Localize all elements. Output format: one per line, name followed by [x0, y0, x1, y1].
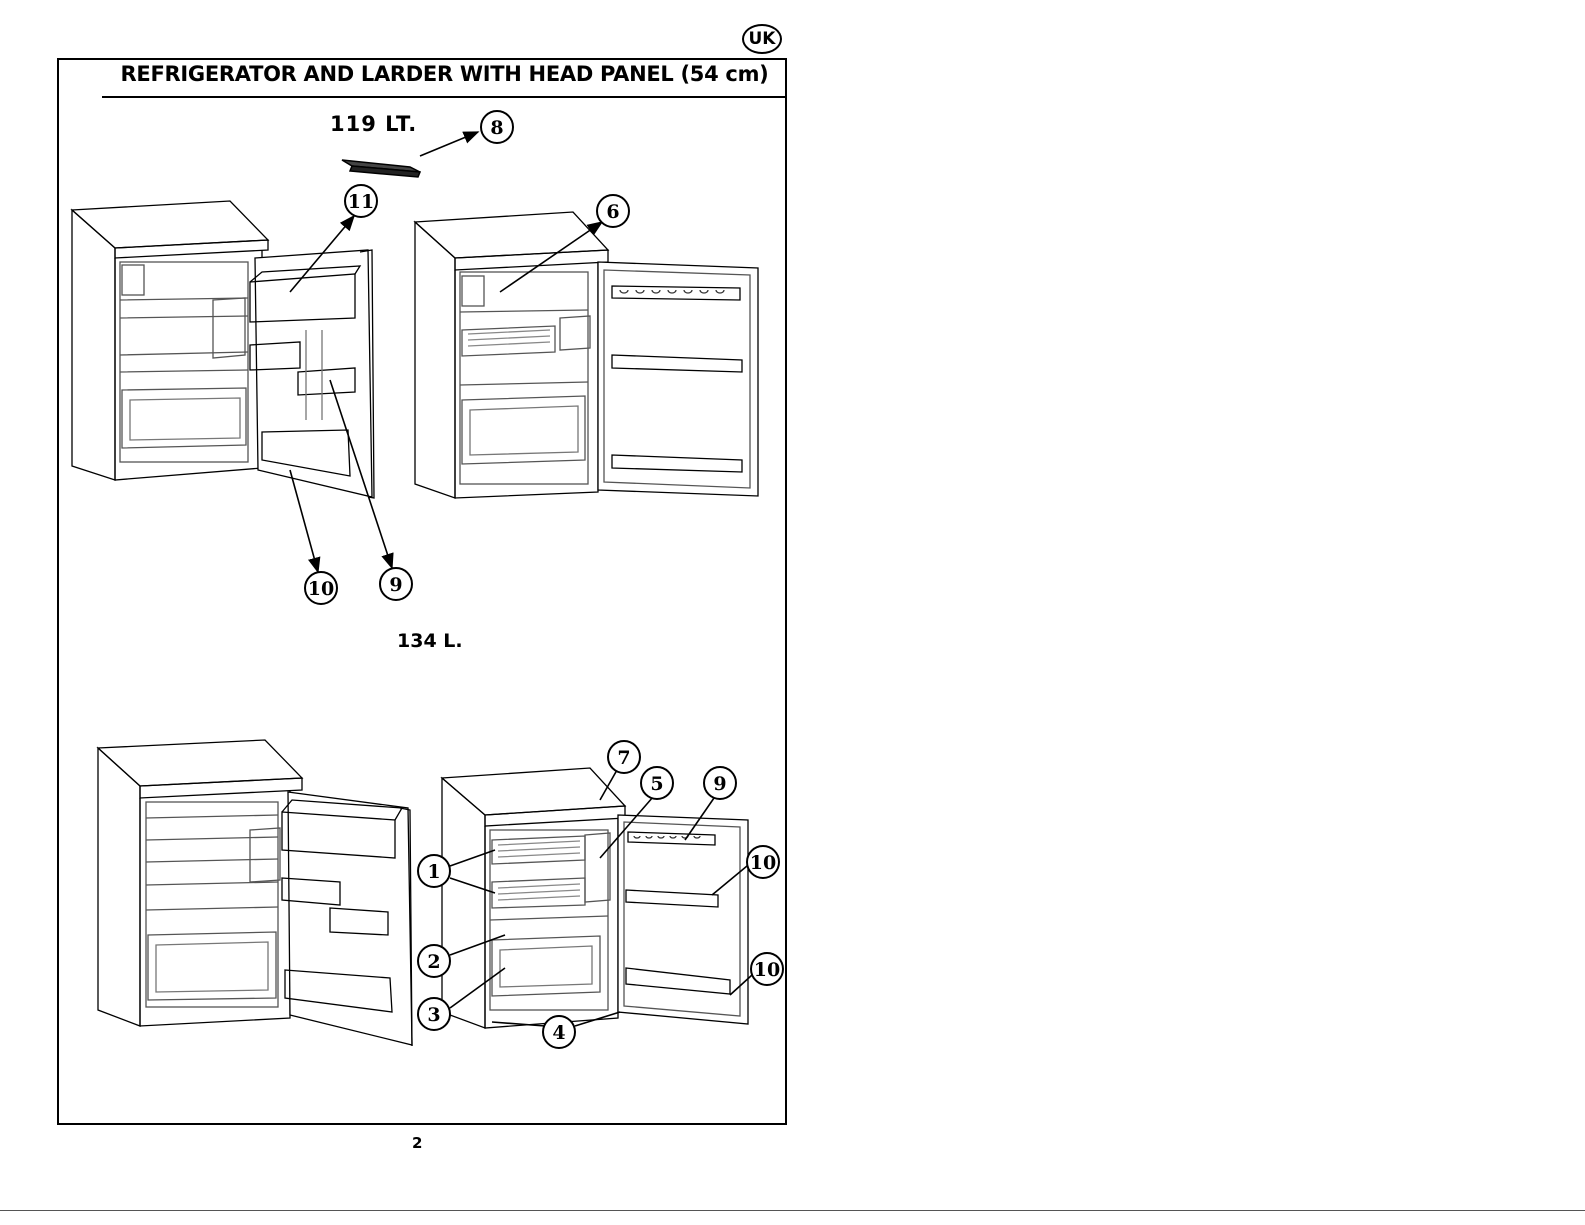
svg-text:8: 8: [490, 117, 503, 139]
svg-text:9: 9: [713, 773, 726, 795]
svg-text:5: 5: [650, 773, 663, 795]
svg-text:7: 7: [617, 747, 630, 769]
callout-9-top: 9: [380, 568, 412, 600]
svg-text:3: 3: [427, 1004, 440, 1026]
callout-10-top: 10: [305, 572, 337, 604]
callout-5: 5: [641, 767, 673, 799]
callout-8: 8: [481, 111, 513, 143]
fridge-134-door-open: [98, 740, 412, 1046]
svg-text:1: 1: [427, 861, 440, 883]
bottom-rule: [0, 1210, 1585, 1211]
svg-text:4: 4: [552, 1022, 565, 1044]
fridge-134-labelled: [442, 768, 748, 1028]
callout-10-bottom: 10: [751, 953, 783, 985]
svg-text:6: 6: [606, 201, 619, 223]
egg-tray-drawing: [342, 160, 420, 177]
callout-7: 7: [608, 741, 640, 773]
callout-10-mid: 10: [747, 846, 779, 878]
svg-text:10: 10: [308, 578, 334, 600]
callout-3: 3: [418, 998, 450, 1030]
page-number: 2: [412, 1134, 422, 1152]
svg-text:2: 2: [427, 951, 440, 973]
svg-text:9: 9: [389, 574, 402, 596]
svg-text:10: 10: [750, 852, 776, 874]
svg-text:11: 11: [348, 191, 374, 213]
svg-text:10: 10: [754, 959, 780, 981]
callout-11: 11: [345, 185, 377, 217]
callout-1: 1: [418, 855, 450, 887]
callout-9-bottom: 9: [704, 767, 736, 799]
fridge-119-door-open-wide: [415, 212, 758, 498]
callout-6: 6: [597, 195, 629, 227]
callout-2: 2: [418, 945, 450, 977]
callout-4: 4: [543, 1016, 575, 1048]
